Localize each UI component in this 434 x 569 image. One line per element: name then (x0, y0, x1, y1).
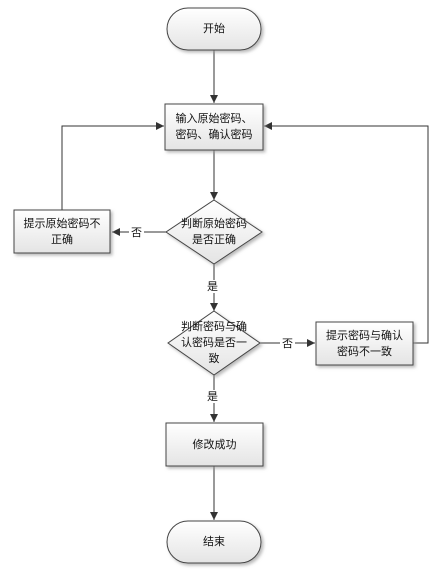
edge-prompt-mismatch-loop (264, 122, 429, 344)
edge-label-yes-original: 是 (205, 280, 220, 293)
end-terminal (166, 520, 262, 564)
input-label: 输入原始密码、 密码、确认密码 (175, 112, 253, 141)
prompt-mismatch-label: 提示密码与确认 密码不一致 (326, 328, 403, 358)
check-original-decision (165, 199, 263, 265)
prompt-incorrect-label: 提示原始密码不 正确 (23, 216, 101, 246)
input-process (164, 103, 264, 151)
start-terminal (166, 7, 262, 51)
start-label: 开始 (203, 22, 225, 35)
check-match-decision (167, 310, 261, 376)
edge-label-yes-match: 是 (205, 390, 220, 403)
check-match-label: 判断密码与确 认密码是否一 致 (181, 320, 247, 365)
success-process (165, 422, 264, 467)
edge-prompt-incorrect-loop (61, 122, 164, 210)
edge-label-no-match: 否 (280, 337, 295, 350)
prompt-mismatch-process (315, 321, 414, 366)
check-original-label: 判断原始密码 是否正确 (181, 217, 247, 246)
success-label: 修改成功 (192, 437, 237, 451)
prompt-incorrect-process (13, 209, 111, 254)
end-label: 结束 (203, 535, 225, 548)
edge-label-no-original: 否 (129, 226, 144, 239)
